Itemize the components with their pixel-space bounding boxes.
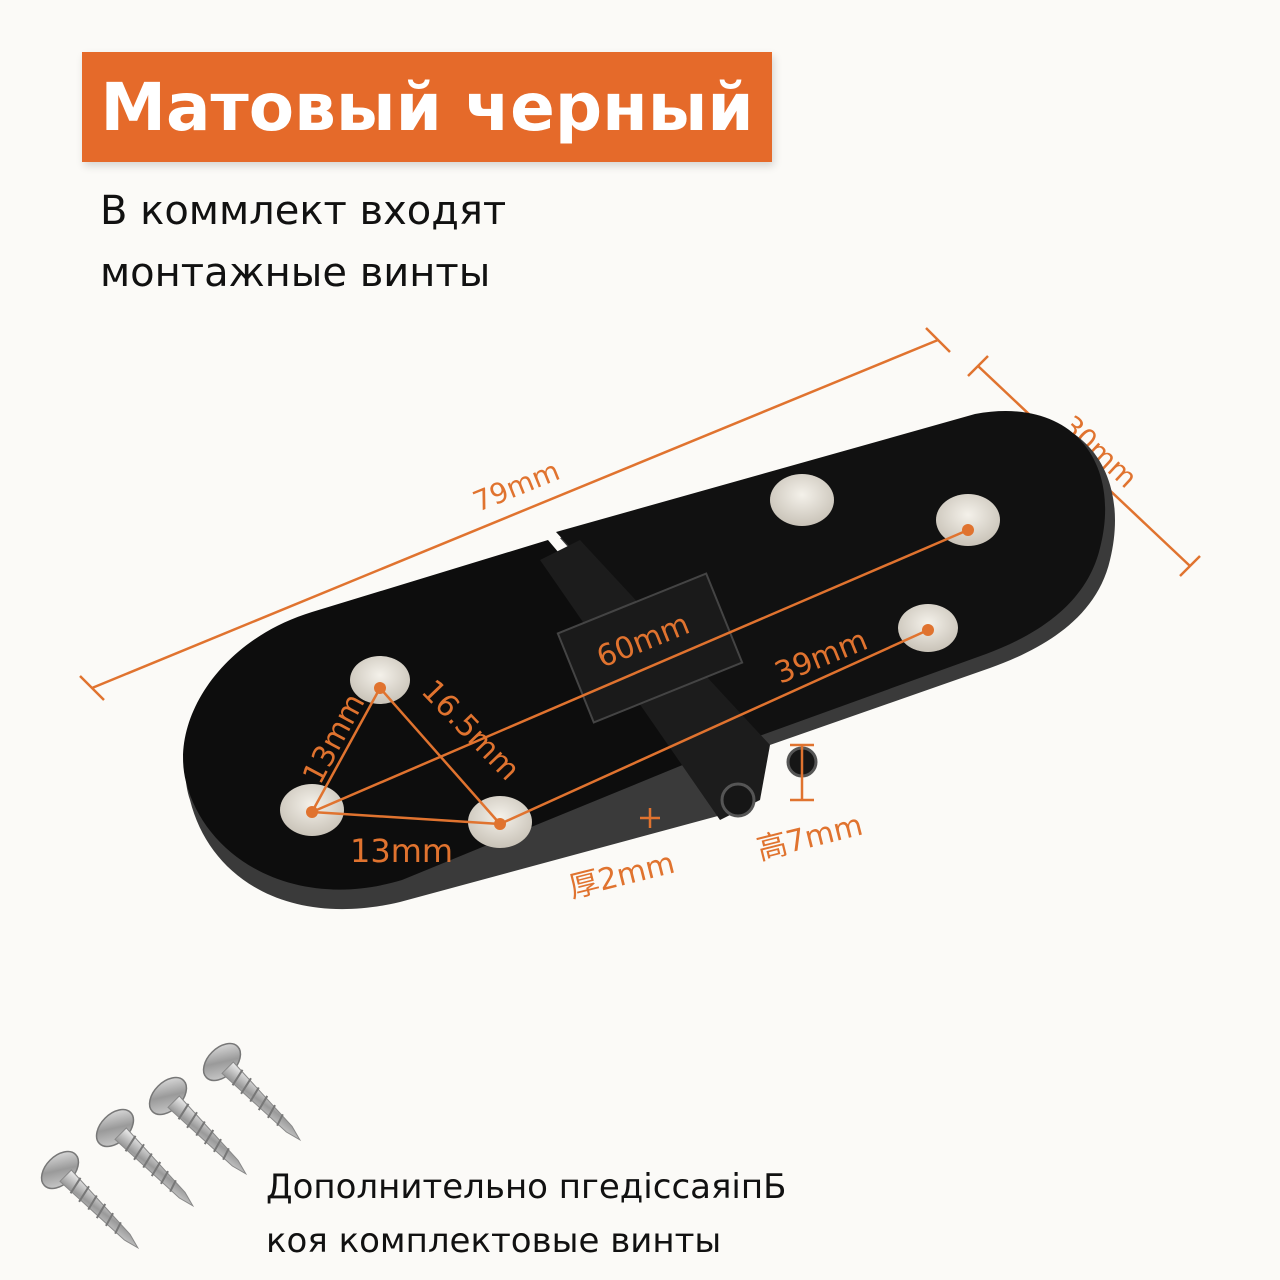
thickness-marker [640, 808, 660, 828]
screw-3 [148, 1076, 248, 1176]
screw-1 [40, 1150, 140, 1250]
hole-spacing-c-label: 13mm [350, 832, 453, 870]
thickness-label: 厚2mm [565, 846, 678, 906]
height-label: 高7mm [753, 808, 866, 868]
screw-4 [202, 1042, 302, 1142]
mount-hole [770, 474, 834, 526]
hole-center-dots [306, 524, 974, 830]
color-banner: Матовый черный [82, 52, 772, 162]
knuckle-end-left [720, 782, 756, 818]
optional-screws-note: Дополнительно пгедiссаяiпБ коя комплекто… [266, 1160, 786, 1268]
optional-screws-note-line-2: коя комплектовые винты [266, 1221, 722, 1261]
kit-description: В коммлект входят монтажные винты [100, 180, 506, 304]
optional-screws-note-line-1: Дополнительно пгедiссаяiпБ [266, 1167, 787, 1207]
mount-hole [936, 494, 1000, 546]
height-marker [790, 743, 814, 802]
banner-title: Матовый черный [100, 68, 754, 146]
length-label: 79mm [468, 454, 564, 518]
screws [40, 1042, 302, 1250]
hinge [183, 411, 1115, 910]
hole-spacing-lines [310, 528, 969, 826]
screw-2 [95, 1108, 195, 1208]
kit-description-line-1: В коммлект входят [100, 188, 507, 234]
kit-description-line-2: монтажные винты [100, 250, 491, 296]
length-dimension [79, 327, 951, 701]
mount-hole [350, 656, 410, 704]
